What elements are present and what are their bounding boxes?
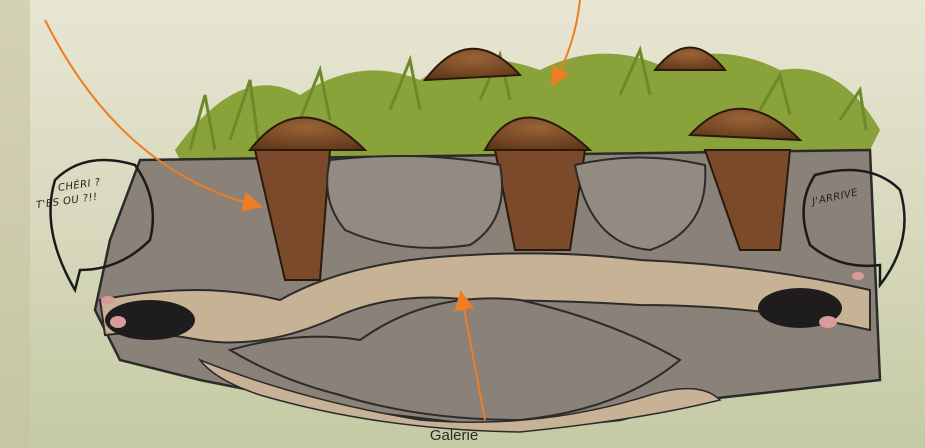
mole-hand-icon (110, 316, 126, 328)
chamber-1 (327, 156, 502, 248)
mole-snout-icon (852, 272, 864, 280)
mole-hand-icon (819, 316, 837, 328)
left-blur-band (0, 0, 30, 448)
galerie-label: Galerie (414, 427, 494, 444)
mole-snout-icon (101, 296, 115, 304)
